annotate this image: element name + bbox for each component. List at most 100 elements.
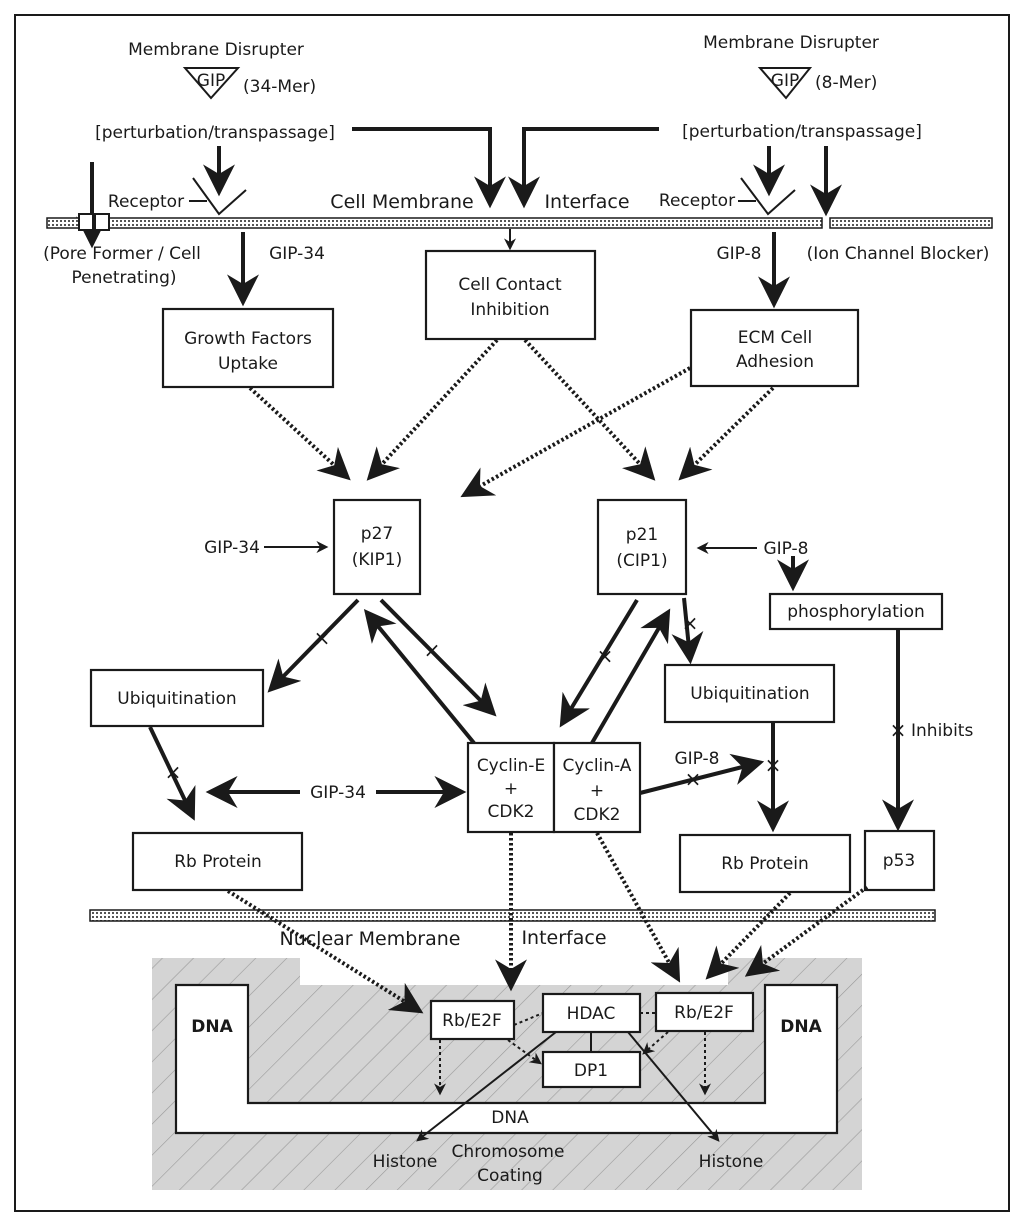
dot-cyclin-a-rbe2f [595,832,681,983]
arrow-ubiq-rb-left [148,726,196,821]
arrow-interface-right [508,127,659,209]
cyclin-a-line2: + [590,781,604,801]
x-mark-5: × [165,760,182,784]
gip-label-left: GIP [197,71,225,91]
rb-protein-right-box [678,833,852,894]
cell-membrane-band [46,217,823,229]
perturb-left: [perturbation/transpassage] [95,123,335,143]
rb-right-label: Rb Protein [721,854,809,874]
outer-frame [14,14,1010,1212]
rb-e2f-right-box [654,991,755,1033]
dot-p53-rbe2f [744,885,869,977]
receptor-right-shape [740,177,796,216]
ecm-line2: Adhesion [736,352,814,372]
disrupter-left-title: Membrane Disrupter [128,40,304,60]
pore-right [94,213,110,231]
p27-box [332,498,422,596]
gip-triangle-left [182,67,241,100]
dot-ecm-p27 [460,366,691,498]
gip34-p27-label: GIP-34 [204,538,260,558]
ubiq-left-label: Ubiquitination [117,689,236,709]
p21-line2: (CIP1) [616,551,667,571]
arrow-interface-left [352,127,506,209]
cyclin-a-line1: Cyclin-A [563,756,632,776]
ubiquitination-left-box [89,668,265,728]
p53-box [863,829,936,892]
arrow-cyclin-p27 [363,609,476,745]
x-mark-8: × [890,718,907,742]
cyclin-e-box [466,741,556,834]
arrow-p21-cyclin [559,598,639,728]
dp1-label: DP1 [574,1061,608,1081]
dp1-box [541,1050,642,1089]
dot-contact-p21 [523,338,656,481]
growth-line1: Growth Factors [184,329,312,349]
phosph-label: phosphorylation [787,602,925,622]
pore-former-line2: Penetrating) [72,268,177,288]
pore-former-line1: (Pore Former / Cell [43,244,201,264]
perturb-right: [perturbation/transpassage] [682,122,922,142]
cell-contact-box [424,249,597,341]
dot-rb-rbe2f [226,889,424,1014]
growth-line2: Uptake [218,354,278,374]
gip-label-right: GIP [771,71,799,91]
receptor-left-label: Receptor [108,192,184,212]
chromosome-line1: Chromosome [452,1142,565,1162]
histone-right-label: Histone [699,1152,764,1172]
gip8-p21-label: GIP-8 [763,539,808,559]
p53-label: p53 [883,851,915,871]
contact-line2: Inhibition [470,300,549,320]
ecm-line1: ECM Cell [738,328,812,348]
cyclin-e-line3: CDK2 [488,802,535,822]
gip8-mid-label: GIP-8 [674,749,719,769]
gip8-top-label: GIP-8 [716,244,761,264]
dna-right-label: DNA [780,1017,822,1037]
ecm-box [689,308,860,388]
cyclin-e-line2: + [504,779,518,799]
rbe2f-right-label: Rb/E2F [674,1003,734,1023]
p27-line2: (KIP1) [352,550,403,570]
growth-factors-box [161,307,335,389]
histone-left-label: Histone [373,1152,438,1172]
ion-channel-label: (Ion Channel Blocker) [807,244,990,264]
receptor-right-label: Receptor [659,191,735,211]
disrupter-right-title: Membrane Disrupter [703,33,879,53]
cell-membrane-label: Cell Membrane [330,191,473,213]
cyclin-a-box [552,741,642,834]
arrow-cyclin-gip8 [639,753,765,795]
dot-rbe2f-hdac [513,1012,544,1026]
p21-line1: p21 [626,525,658,545]
dot-ecm-p21 [678,386,775,481]
cyclin-a-line3: CDK2 [574,805,621,825]
p21-box [596,498,688,596]
mer-label-right: (8-Mer) [815,73,877,93]
nuclear-membrane-label: Nuclear Membrane [279,928,460,950]
rb-e2f-left-box [429,999,516,1041]
x-mark-6: × [685,767,702,791]
cyclin-e-line1: Cyclin-E [477,756,545,776]
arrow-p21-ubiq [671,597,704,665]
gip-triangle-right [757,67,813,100]
p27-line1: p27 [361,524,393,544]
dot-rb-right-rbe2f [705,891,792,980]
rb-left-label: Rb Protein [174,852,262,872]
hdac-label: HDAC [567,1004,616,1024]
dna-bottom-label: DNA [491,1108,529,1128]
arrow-cyclin-p21 [590,608,671,745]
rb-protein-left-box [131,831,304,892]
nuclear-interface-label: Interface [521,927,606,949]
dna-left-label: DNA [191,1017,233,1037]
receptor-left-shape [192,177,247,216]
x-mark-1: × [314,626,331,650]
cell-membrane-band-right [829,217,993,229]
cell-interface-label: Interface [544,191,629,213]
dna-strand-frame [174,983,839,1135]
arrow-p27-cyclin [379,598,497,717]
line-hdac-histone-left [416,1031,557,1142]
ubiq-right-label: Ubiquitination [690,684,809,704]
gip34-mid-label: GIP-34 [310,783,366,803]
ubiquitination-right-box [663,663,836,724]
x-mark-3: × [597,644,614,668]
x-mark-7: × [765,753,782,777]
